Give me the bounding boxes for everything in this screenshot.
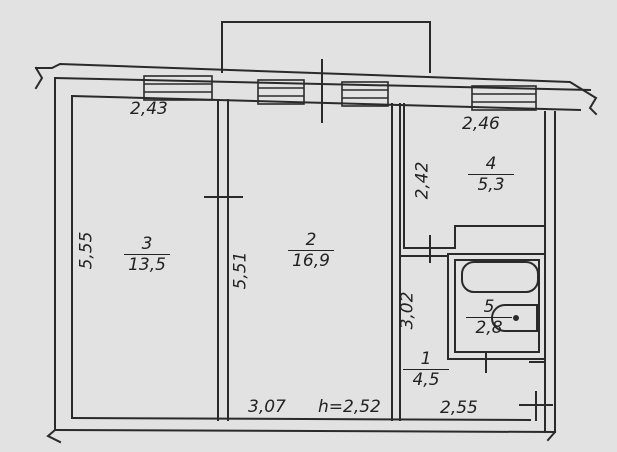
room-1-label: 1 4,5 <box>403 351 449 389</box>
dim-hall-length: 3,02 <box>397 291 418 330</box>
dim-room4-width: 2,46 <box>462 114 500 134</box>
window-room3 <box>143 75 213 101</box>
room-2-label: 2 16,9 <box>288 232 334 270</box>
hall-entry-wall <box>529 361 546 433</box>
room-5-number: 5 <box>466 299 512 318</box>
room-5-label: 5 2,8 <box>466 299 512 337</box>
toilet <box>491 304 538 332</box>
balcony-outline <box>221 21 431 73</box>
room-4-number: 4 <box>468 156 514 175</box>
room-4-label: 4 5,3 <box>468 156 514 194</box>
bathroom-wall <box>447 253 546 360</box>
room-1-area: 4,5 <box>412 370 440 390</box>
dim-room2-width: 3,07 <box>248 397 286 417</box>
dim-room2-length: 5,51 <box>230 251 251 290</box>
corner-bottom-right <box>546 430 557 442</box>
room-3-number: 3 <box>124 236 170 255</box>
dim-room3-width: 2,43 <box>130 99 168 119</box>
room-3-label: 3 13,5 <box>124 236 170 274</box>
window-room2-left <box>257 79 305 105</box>
toilet-dot <box>513 315 519 321</box>
dim-hall-width: 2,55 <box>440 398 478 418</box>
window-room4 <box>471 85 537 111</box>
wall-top-inner <box>70 94 582 112</box>
room-2-area: 16,9 <box>292 251 330 271</box>
room-5-area: 2,8 <box>475 318 503 338</box>
corner-bottom-left <box>46 428 62 444</box>
room-3-area: 13,5 <box>128 255 166 275</box>
bathroom-inner <box>454 259 540 353</box>
room-4-area: 5,3 <box>477 175 505 195</box>
wall-bottom-outer <box>53 428 557 434</box>
room-2-number: 2 <box>288 232 334 251</box>
window-room2-right <box>341 81 389 107</box>
dim-room4-length: 2,42 <box>412 161 433 200</box>
wall-bottom-inner <box>70 416 532 422</box>
dim-room3-length: 5,55 <box>76 231 97 270</box>
bathtub <box>461 261 539 293</box>
room-1-number: 1 <box>403 351 449 370</box>
ceiling-height: h=2,52 <box>318 397 381 417</box>
outer-wall-top <box>34 62 598 116</box>
